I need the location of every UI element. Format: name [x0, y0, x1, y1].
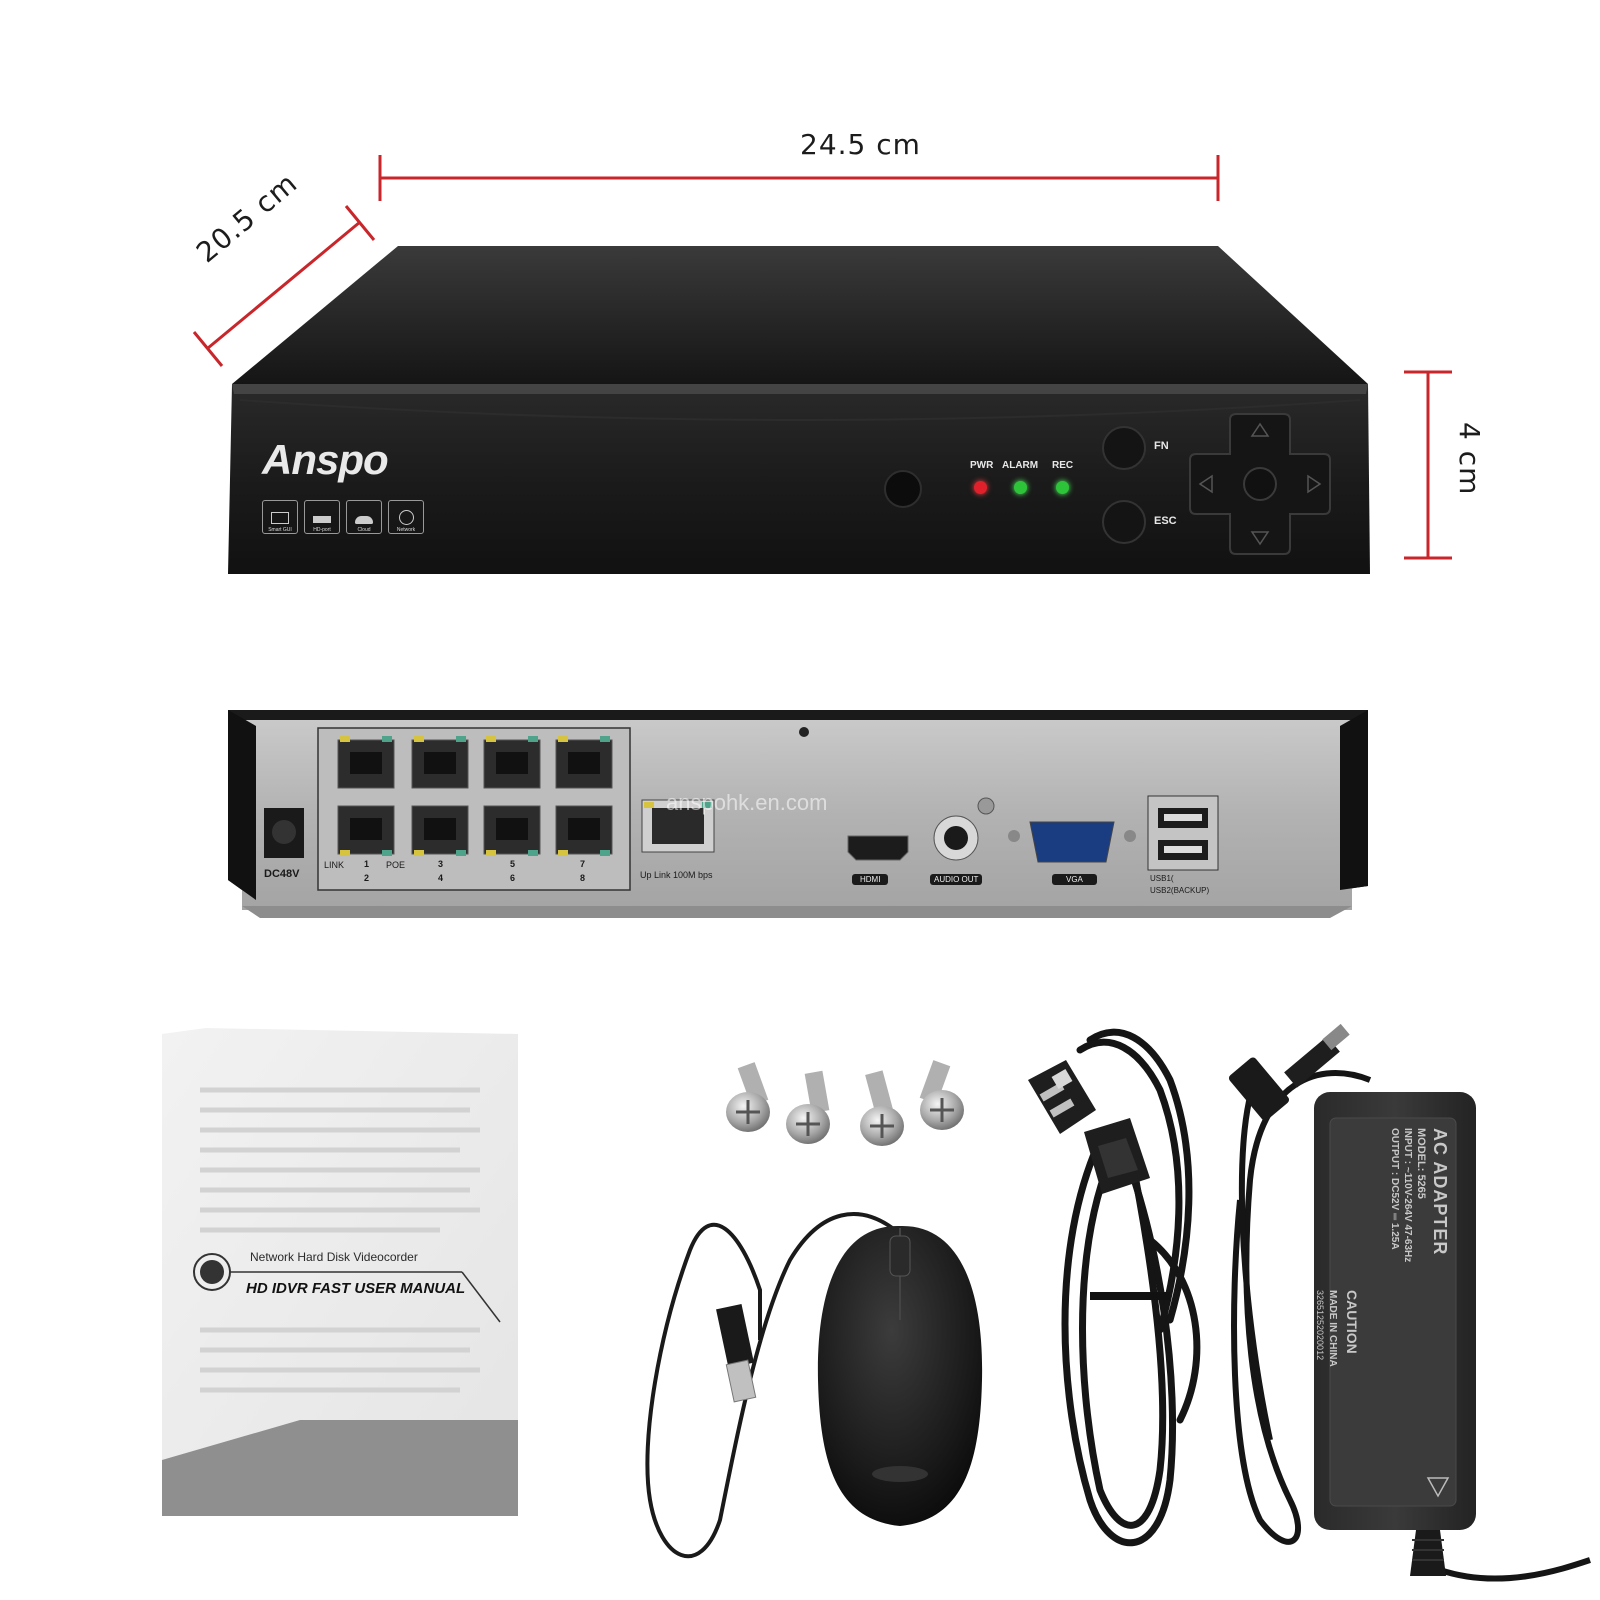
globe-icon: [398, 510, 414, 525]
width-dimension-line: [378, 155, 1220, 201]
port-number-6: 6: [510, 873, 516, 883]
rear-watermark: anspohk.en.com: [666, 790, 828, 815]
hd-port-badge: HD-port: [304, 500, 340, 534]
usb1-label: USB1(: [1150, 874, 1174, 883]
port-number-3: 3: [438, 859, 444, 869]
vga-label: VGA: [1052, 874, 1097, 885]
adapter-title: AC ADAPTER: [1430, 1128, 1450, 1256]
adapter-serial: 32651252020012: [1315, 1290, 1325, 1361]
port-number-8: 8: [580, 873, 586, 883]
usb2-label: USB2(BACKUP): [1150, 886, 1210, 895]
feature-badges: Smart GUI HD-port Cloud Network: [262, 500, 424, 534]
width-label: 24.5 cm: [800, 128, 921, 161]
adapter-input: INPUT : ~110V-264V 47-63Hz: [1402, 1128, 1413, 1263]
adapter-output: OUTPUT : DC52V ═ 1.25A: [1389, 1128, 1400, 1250]
adapter-made-in: MADE IN CHINA: [1327, 1290, 1338, 1367]
screw-icon: [726, 1062, 770, 1132]
audio-out-label: AUDIO OUT: [930, 874, 983, 885]
left-arrow-icon: [1198, 474, 1213, 494]
network-badge: Network: [388, 500, 424, 534]
led-label-pwr: PWR: [970, 460, 994, 471]
hd-port-icon: [313, 516, 331, 523]
link-legend: LINK: [324, 860, 345, 870]
depth-dimension-line: [192, 205, 376, 367]
led-label-alarm: ALARM: [1002, 460, 1039, 471]
adapter-caution: CAUTION: [1344, 1290, 1360, 1354]
power-input-label: DC48V: [264, 868, 300, 880]
port-number-5: 5: [510, 859, 516, 869]
adapter-caution-block: CAUTION MADE IN CHINA 32651252020012: [1280, 1290, 1360, 1490]
port-number-4: 4: [438, 873, 444, 883]
screw-icon: [919, 1060, 964, 1130]
port-number-7: 7: [580, 859, 586, 869]
esc-label: ESC: [1154, 515, 1177, 527]
monitor-icon: [271, 512, 289, 524]
alarm-led: [1014, 481, 1027, 494]
screw-icon: [860, 1070, 904, 1146]
fn-label: FN: [1154, 440, 1169, 452]
poe-legend: POE: [386, 860, 406, 870]
rec-led: [1056, 481, 1069, 494]
cloud-badge: Cloud: [346, 500, 382, 534]
fn-button[interactable]: [1102, 426, 1146, 470]
up-arrow-icon: [1250, 422, 1270, 437]
pwr-led: [974, 481, 987, 494]
manual-title: HD IDVR FAST USER MANUAL: [246, 1280, 466, 1297]
direction-pad[interactable]: [1186, 410, 1334, 558]
adapter-model: MODEL: 5265: [1415, 1128, 1427, 1199]
smart-gui-badge: Smart GUI: [262, 500, 298, 534]
uplink-label: Up Link 100M bps: [640, 870, 713, 880]
height-dimension-line: [1404, 370, 1452, 560]
cloud-icon: [355, 516, 373, 524]
ir-receiver: [884, 470, 922, 508]
led-label-rec: REC: [1052, 460, 1074, 471]
manual-subtitle: Network Hard Disk Videocorder: [250, 1250, 418, 1264]
down-arrow-icon: [1250, 531, 1270, 546]
hdmi-label: HDMI: [852, 874, 889, 885]
port-number-2: 2: [364, 873, 370, 883]
port-number-1: 1: [364, 859, 370, 869]
brand-logo: Anspo: [262, 436, 389, 483]
right-arrow-icon: [1307, 474, 1322, 494]
screw-icon: [786, 1070, 830, 1144]
esc-button[interactable]: [1102, 500, 1146, 544]
